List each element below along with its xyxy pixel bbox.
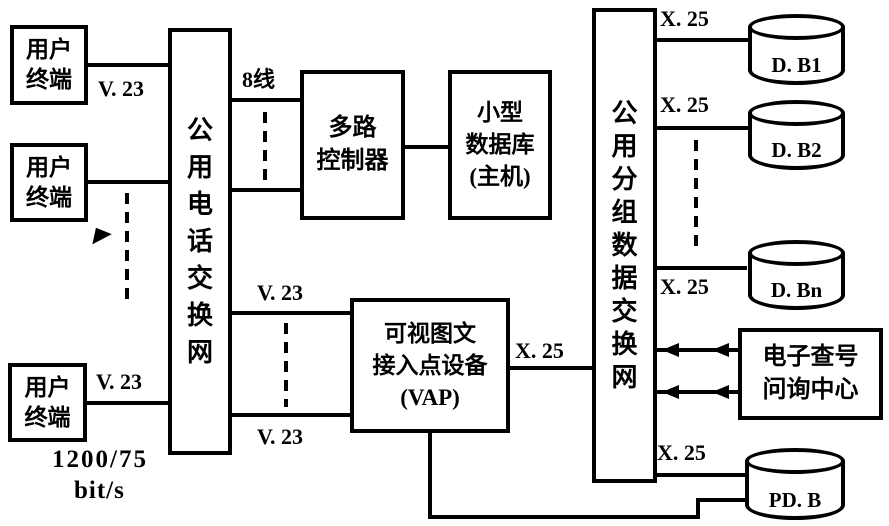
user-terminal-2-box: 用户 终端 <box>10 143 88 222</box>
edge-packet-pdb <box>657 473 745 477</box>
multiplex-controller-label-line2: 控制器 <box>316 148 389 174</box>
vap-label-line2: 接入点设备 <box>372 352 488 378</box>
db2-label: D. B2 <box>771 138 822 162</box>
dashed-more-phone-mux-lines <box>263 112 267 182</box>
user-terminal-2-label-line1: 用户 <box>26 154 72 180</box>
database-cylinder-dbn: D. Bn <box>748 240 845 310</box>
vap-box: 可视图文 接入点设备 (VAP) <box>350 298 510 433</box>
bitrate-unit-label: bit/s <box>74 477 125 504</box>
v23-label-vap-upper: V. 23 <box>257 280 304 305</box>
inquiry-upper-arrow-icon-2 <box>712 343 729 357</box>
edge-vap-bottom-segment <box>428 515 700 519</box>
packet-network-box: 公用分组数据交换网 <box>592 8 657 483</box>
inquiry-center-label-line1: 电子查号 <box>762 344 859 370</box>
edge-phone-mux-lower <box>232 188 300 192</box>
db1-label: D. B1 <box>771 53 822 77</box>
inquiry-center-label-line2: 问询中心 <box>762 377 859 403</box>
edge-phone-vap-upper <box>232 311 350 315</box>
x25-label-dbn: X. 25 <box>660 274 709 299</box>
database-cylinder-db1: D. B1 <box>748 14 845 85</box>
vap-label-line3: (VAP) <box>400 384 460 410</box>
user-terminal-3-label-line1: 用户 <box>24 374 71 400</box>
host-database-label-line3: (主机) <box>469 164 531 189</box>
inquiry-upper-arrow-icon-1 <box>662 343 679 357</box>
multiplex-controller-label-line1: 多路 <box>328 115 377 141</box>
edge-packet-db2 <box>657 126 748 130</box>
edge-pdb-up-segment <box>696 498 700 519</box>
x25-label-db1: X. 25 <box>660 6 709 31</box>
telephone-network-box: 公用电话交换网 <box>168 28 232 455</box>
inquiry-center-box: 电子查号 问询中心 <box>738 328 883 420</box>
edge-phone-vap-lower <box>232 413 350 417</box>
edge-terminal3-phone <box>87 401 168 405</box>
edge-terminal1-phone <box>88 63 168 67</box>
x25-label-pdb: X. 25 <box>657 440 706 465</box>
dashed-more-terminals <box>125 193 129 303</box>
edge-packet-db1 <box>657 38 748 42</box>
user-terminal-1-box: 用户 终端 <box>10 25 88 105</box>
cylinder-top-ellipse <box>748 240 845 266</box>
v23-label-terminal1: V. 23 <box>98 76 145 101</box>
terminal-ellipsis-arrow-icon <box>86 222 112 245</box>
cylinder-top-ellipse <box>745 448 845 474</box>
v23-label-terminal3: V. 23 <box>96 369 143 394</box>
eight-line-label: 8线 <box>242 67 276 92</box>
dashed-more-databases <box>694 140 698 252</box>
cylinder-top-ellipse <box>748 14 845 40</box>
edge-phone-mux-upper <box>232 98 300 102</box>
host-database-label-line2: 数据库 <box>465 132 535 157</box>
edge-packet-dbn <box>657 266 747 270</box>
inquiry-lower-arrow-icon-2 <box>712 385 729 399</box>
database-cylinder-db2: D. B2 <box>748 100 845 170</box>
cylinder-top-ellipse <box>748 100 845 126</box>
packet-network-label: 公用分组数据交换网 <box>611 99 638 392</box>
database-cylinder-pdb: PD. B <box>745 448 845 520</box>
user-terminal-2-label-line2: 终端 <box>26 184 72 210</box>
dbn-label: D. Bn <box>770 278 823 302</box>
pdb-label: PD. B <box>768 488 822 512</box>
vap-label-line1: 可视图文 <box>384 320 476 346</box>
dashed-more-phone-vap-lines <box>284 323 288 407</box>
multiplex-controller-box: 多路 控制器 <box>300 70 405 220</box>
edge-vap-packet <box>510 366 592 370</box>
host-database-box: 小型 数据库 (主机) <box>448 70 552 220</box>
x25-label-db2: X. 25 <box>660 92 709 117</box>
edge-packet-inquiry-lower <box>657 390 738 394</box>
edge-pdb-in-segment <box>696 498 745 502</box>
inquiry-lower-arrow-icon-1 <box>662 385 679 399</box>
edge-vap-down-segment <box>428 433 432 519</box>
user-terminal-1-label-line2: 终端 <box>26 67 72 92</box>
edge-mux-host <box>405 145 448 149</box>
host-database-label-line1: 小型 <box>477 100 523 125</box>
user-terminal-1-label-line1: 用户 <box>26 37 72 62</box>
user-terminal-3-box: 用户 终端 <box>8 363 87 442</box>
edge-terminal2-phone <box>88 180 168 184</box>
bitrate-label: 1200/75 <box>52 446 148 473</box>
v23-label-vap-lower: V. 23 <box>257 424 304 449</box>
x25-label-vap: X. 25 <box>515 338 564 363</box>
telephone-network-label: 公用电话交换网 <box>186 116 213 367</box>
user-terminal-3-label-line2: 终端 <box>24 404 71 430</box>
edge-packet-inquiry-upper <box>657 348 738 352</box>
